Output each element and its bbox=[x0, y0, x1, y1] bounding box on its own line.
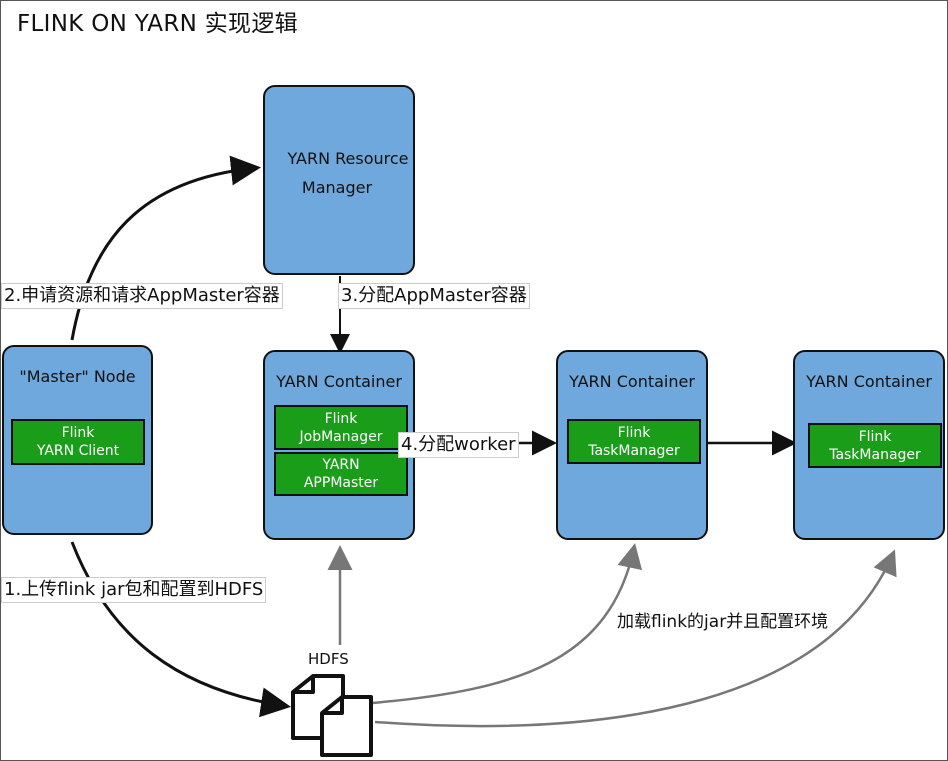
diagram-title: FLINK ON YARN 实现逻辑 bbox=[17, 11, 298, 37]
container-jobmanager-box: YARN Container Flink JobManager YARN APP… bbox=[263, 350, 415, 540]
container-taskmanager-1-label: YARN Container bbox=[569, 372, 695, 391]
step-1-label: 1.上传flink jar包和配置到HDFS bbox=[1, 577, 267, 603]
step-2-label: 2.申请资源和请求AppMaster容器 bbox=[1, 283, 283, 309]
jobmanager-block: Flink JobManager bbox=[274, 405, 408, 450]
appmaster-line1: YARN bbox=[322, 457, 360, 473]
container-taskmanager-2-label: YARN Container bbox=[806, 372, 932, 391]
container-jobmanager-label: YARN Container bbox=[276, 372, 402, 391]
taskmanager-1-line1: Flink bbox=[617, 424, 651, 441]
load-jar-note: 加载flink的jar并且配置环境 bbox=[617, 612, 829, 632]
arrow-hdfs-to-tm2 bbox=[374, 549, 897, 728]
hdfs-label: HDFS bbox=[308, 650, 349, 668]
taskmanager-1-block: Flink TaskManager bbox=[567, 419, 701, 464]
appmaster-block: YARN APPMaster bbox=[274, 452, 408, 496]
yarn-client-line1: Flink bbox=[61, 425, 95, 441]
resource-manager-line1: YARN Resource bbox=[287, 149, 409, 168]
arrow-upload-hdfs bbox=[70, 541, 291, 718]
taskmanager-2-line1: Flink bbox=[858, 428, 892, 445]
resource-manager-line2: Manager bbox=[301, 178, 373, 197]
resource-manager-box: YARN Resource Manager bbox=[263, 85, 415, 275]
arrow-hdfs-to-tm1 bbox=[371, 543, 643, 705]
taskmanager-2-block: Flink TaskManager bbox=[808, 423, 942, 468]
container-taskmanager-2-box: YARN Container Flink TaskManager bbox=[793, 350, 945, 540]
container-taskmanager-1-box: YARN Container Flink TaskManager bbox=[556, 350, 708, 540]
master-node-label: "Master" Node bbox=[19, 367, 136, 386]
jobmanager-line2: JobManager bbox=[299, 428, 383, 445]
step-4-label: 4.分配worker bbox=[398, 432, 519, 458]
taskmanager-2-line2: TaskManager bbox=[829, 446, 921, 463]
step-3-label: 3.分配AppMaster容器 bbox=[338, 283, 530, 309]
master-node-box: "Master" Node Flink YARN Client bbox=[2, 345, 153, 535]
arrow-request-resources bbox=[70, 155, 261, 341]
yarn-client-line2: YARN Client bbox=[36, 443, 120, 459]
appmaster-line2: APPMaster bbox=[303, 475, 379, 491]
taskmanager-1-line2: TaskManager bbox=[588, 442, 680, 459]
yarn-client-block: Flink YARN Client bbox=[11, 419, 145, 465]
jobmanager-line1: Flink bbox=[324, 410, 358, 427]
hdfs-files-icon bbox=[291, 674, 373, 757]
